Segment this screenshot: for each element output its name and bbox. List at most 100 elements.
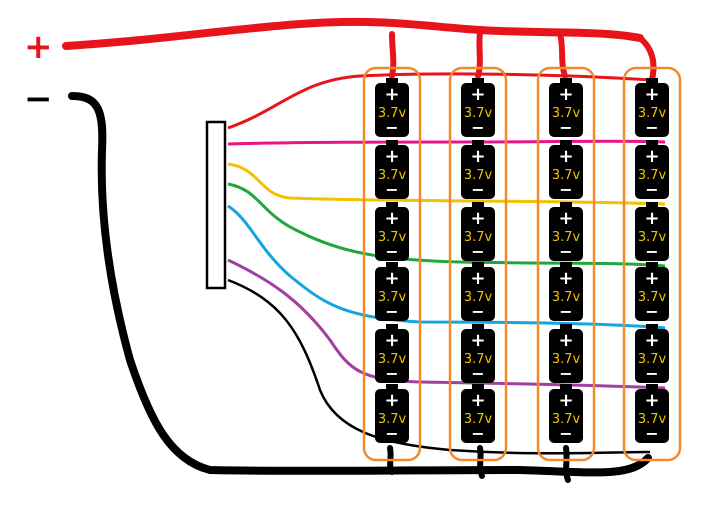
cell-voltage-label: 3.7v <box>378 352 407 367</box>
cell-terminal-cap <box>560 78 572 84</box>
cell-body <box>549 145 583 199</box>
balance-wire <box>227 278 651 455</box>
cell-voltage-label: 3.7v <box>638 290 667 305</box>
battery-cell: +3.7v− <box>375 384 409 443</box>
negative-rise-wire <box>387 445 395 475</box>
cell-voltage-label: 3.7v <box>638 168 667 183</box>
battery-cell: +3.7v− <box>549 262 583 321</box>
cell-terminal-cap <box>560 384 572 390</box>
cell-negative-mark: − <box>385 180 398 199</box>
battery-cell: +3.7v− <box>549 78 583 137</box>
cell-positive-mark: + <box>558 146 573 167</box>
cell-terminal-cap <box>646 140 658 146</box>
positive-drop-wire <box>557 31 568 79</box>
cell-positive-mark: + <box>384 390 399 411</box>
cell-body <box>549 83 583 137</box>
battery-cell: +3.7v− <box>461 324 495 383</box>
cell-negative-mark: − <box>385 302 398 321</box>
cell-voltage-label: 3.7v <box>552 290 581 305</box>
battery-cell: +3.7v− <box>375 262 409 321</box>
cell-positive-mark: + <box>644 268 659 289</box>
cell-negative-mark: − <box>559 424 572 443</box>
cell-negative-mark: − <box>559 364 572 383</box>
cell-negative-mark: − <box>471 180 484 199</box>
parallel-column-outline <box>448 66 508 462</box>
cell-voltage-label: 3.7v <box>464 290 493 305</box>
cell-voltage-label: 3.7v <box>552 230 581 245</box>
cell-negative-mark: − <box>559 118 572 137</box>
battery-cell: +3.7v− <box>635 262 669 321</box>
battery-cell: +3.7v− <box>549 140 583 199</box>
cell-terminal-cap <box>386 202 398 208</box>
cell-negative-mark: − <box>645 118 658 137</box>
cell-terminal-cap <box>560 140 572 146</box>
cell-voltage-label: 3.7v <box>552 352 581 367</box>
cell-voltage-label: 3.7v <box>552 106 581 121</box>
cell-negative-mark: − <box>645 424 658 443</box>
parallel-column-outline <box>536 66 596 462</box>
balance-wire <box>227 204 666 330</box>
cell-negative-mark: − <box>645 302 658 321</box>
cell-terminal-cap <box>646 202 658 208</box>
cell-voltage-label: 3.7v <box>638 106 667 121</box>
cell-voltage-label: 3.7v <box>378 412 407 427</box>
cell-negative-mark: − <box>471 302 484 321</box>
cell-positive-mark: + <box>470 390 485 411</box>
cell-negative-mark: − <box>645 242 658 261</box>
battery-cell: +3.7v− <box>549 202 583 261</box>
parallel-column-outline <box>622 66 682 462</box>
cell-body <box>549 207 583 261</box>
battery-cell: +3.7v− <box>635 140 669 199</box>
cell-voltage-label: 3.7v <box>464 106 493 121</box>
balance-wire <box>227 182 666 268</box>
cell-positive-mark: + <box>470 146 485 167</box>
cell-negative-mark: − <box>385 364 398 383</box>
cell-terminal-cap <box>386 262 398 268</box>
cell-body <box>549 389 583 443</box>
cell-positive-mark: + <box>644 330 659 351</box>
cell-negative-mark: − <box>645 180 658 199</box>
cell-voltage-label: 3.7v <box>638 352 667 367</box>
cell-negative-mark: − <box>471 118 484 137</box>
cell-terminal-cap <box>386 384 398 390</box>
cell-body <box>375 145 409 199</box>
cell-body <box>635 207 669 261</box>
cell-terminal-cap <box>472 384 484 390</box>
cell-terminal-cap <box>386 140 398 146</box>
cell-positive-mark: + <box>384 330 399 351</box>
cell-voltage-label: 3.7v <box>378 106 407 121</box>
cell-terminal-cap <box>386 324 398 330</box>
battery-cell: +3.7v− <box>461 384 495 443</box>
cell-body <box>635 389 669 443</box>
battery-cell: +3.7v− <box>635 384 669 443</box>
battery-cell: +3.7v− <box>461 140 495 199</box>
balance-connector <box>205 120 227 290</box>
battery-cell: +3.7v− <box>461 262 495 321</box>
cell-body <box>461 145 495 199</box>
cell-negative-mark: − <box>559 180 572 199</box>
cell-body <box>549 267 583 321</box>
cell-negative-mark: − <box>385 118 398 137</box>
cell-body <box>635 329 669 383</box>
cell-body <box>461 267 495 321</box>
positive-terminal-symbol: + <box>24 27 53 67</box>
cell-positive-mark: + <box>644 208 659 229</box>
cell-body <box>635 145 669 199</box>
positive-bus-wire <box>62 17 644 50</box>
battery-cell: +3.7v− <box>461 78 495 137</box>
cell-voltage-label: 3.7v <box>378 290 407 305</box>
cell-positive-mark: + <box>470 208 485 229</box>
cell-negative-mark: − <box>559 302 572 321</box>
cell-positive-mark: + <box>470 268 485 289</box>
cell-terminal-cap <box>472 202 484 208</box>
negative-terminal-symbol: − <box>24 79 53 119</box>
cell-terminal-cap <box>472 78 484 84</box>
balance-wire <box>227 139 666 146</box>
cell-body <box>461 389 495 443</box>
cell-terminal-cap <box>472 324 484 330</box>
negative-rise-wire <box>477 445 485 479</box>
cell-positive-mark: + <box>644 390 659 411</box>
cell-body <box>635 267 669 321</box>
battery-cell: +3.7v− <box>461 202 495 261</box>
battery-cell: +3.7v− <box>375 140 409 199</box>
